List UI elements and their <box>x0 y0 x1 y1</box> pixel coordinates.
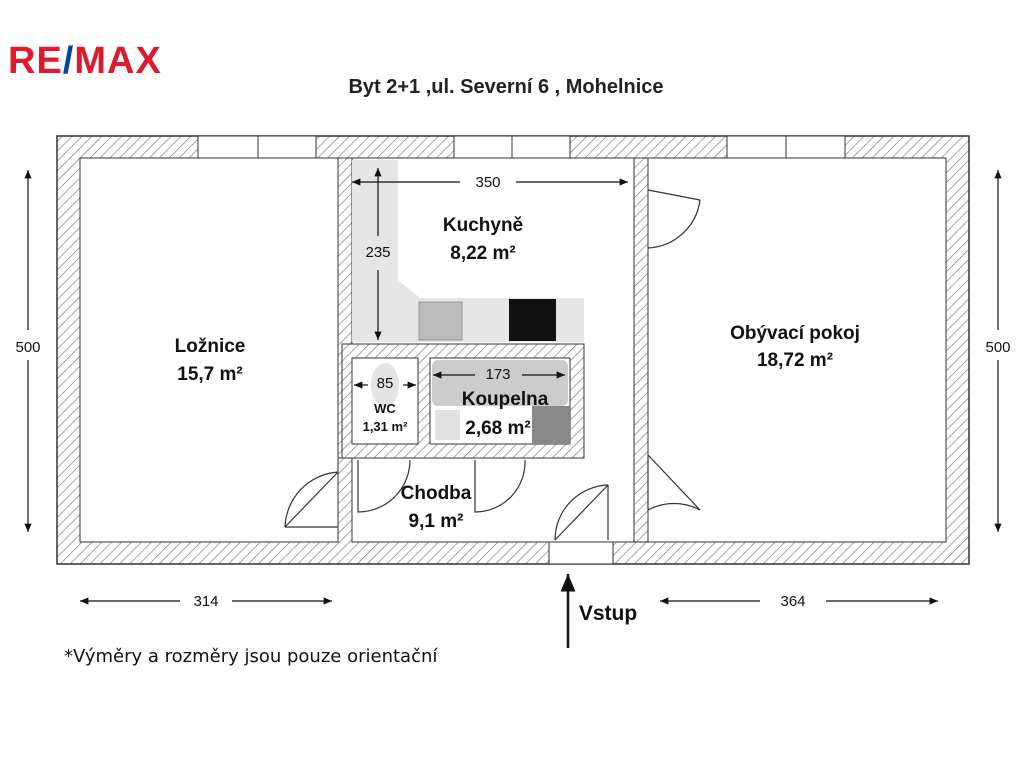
walls <box>56 135 970 565</box>
dimension-lines <box>24 168 1002 648</box>
room-chodba-area: 9,1 m² <box>409 511 464 532</box>
dim-kitchen-width: 350 <box>475 174 500 191</box>
room-obyvaci-area: 18,72 m² <box>757 350 833 371</box>
entrance-label: Vstup <box>579 602 637 625</box>
dim-bath-width: 173 <box>485 366 510 383</box>
room-loznice-area: 15,7 m² <box>177 364 242 385</box>
room-wc-area: 1,31 m² <box>363 419 408 434</box>
sink-icon <box>435 410 460 440</box>
dim-right-width: 364 <box>780 593 805 610</box>
windows <box>197 135 846 159</box>
bathtub-icon <box>432 360 568 406</box>
disclaimer-note: *Výměry a rozměry jsou pouze orientační <box>64 646 438 667</box>
dim-left-height: 500 <box>15 339 40 356</box>
entrance-opening <box>548 541 614 565</box>
plan-title: Byt 2+1 ,ul. Severní 6 , Mohelnice <box>348 76 664 98</box>
room-kuchyne-name: Kuchyně <box>443 215 523 236</box>
dim-left-width: 314 <box>193 593 218 610</box>
doors <box>284 189 701 541</box>
stove-icon <box>509 299 556 341</box>
remax-logo: RE/MAX <box>8 40 162 82</box>
dim-right-height: 500 <box>985 339 1010 356</box>
room-loznice-name: Ložnice <box>175 336 246 357</box>
kitchen-counter <box>352 160 584 444</box>
room-obyvaci-name: Obývací pokoj <box>730 323 860 344</box>
shower-icon <box>532 406 570 444</box>
toilet-icon <box>371 363 399 407</box>
dim-kitchen-depth: 235 <box>365 244 390 261</box>
room-kuchyne-area: 8,22 m² <box>450 243 515 264</box>
room-chodba-name: Chodba <box>401 483 472 504</box>
room-koupelna-area: 2,68 m² <box>465 418 530 439</box>
dim-wc-width: 85 <box>377 375 394 392</box>
room-koupelna-name: Koupelna <box>462 389 549 410</box>
room-wc-name: WC <box>374 401 396 416</box>
